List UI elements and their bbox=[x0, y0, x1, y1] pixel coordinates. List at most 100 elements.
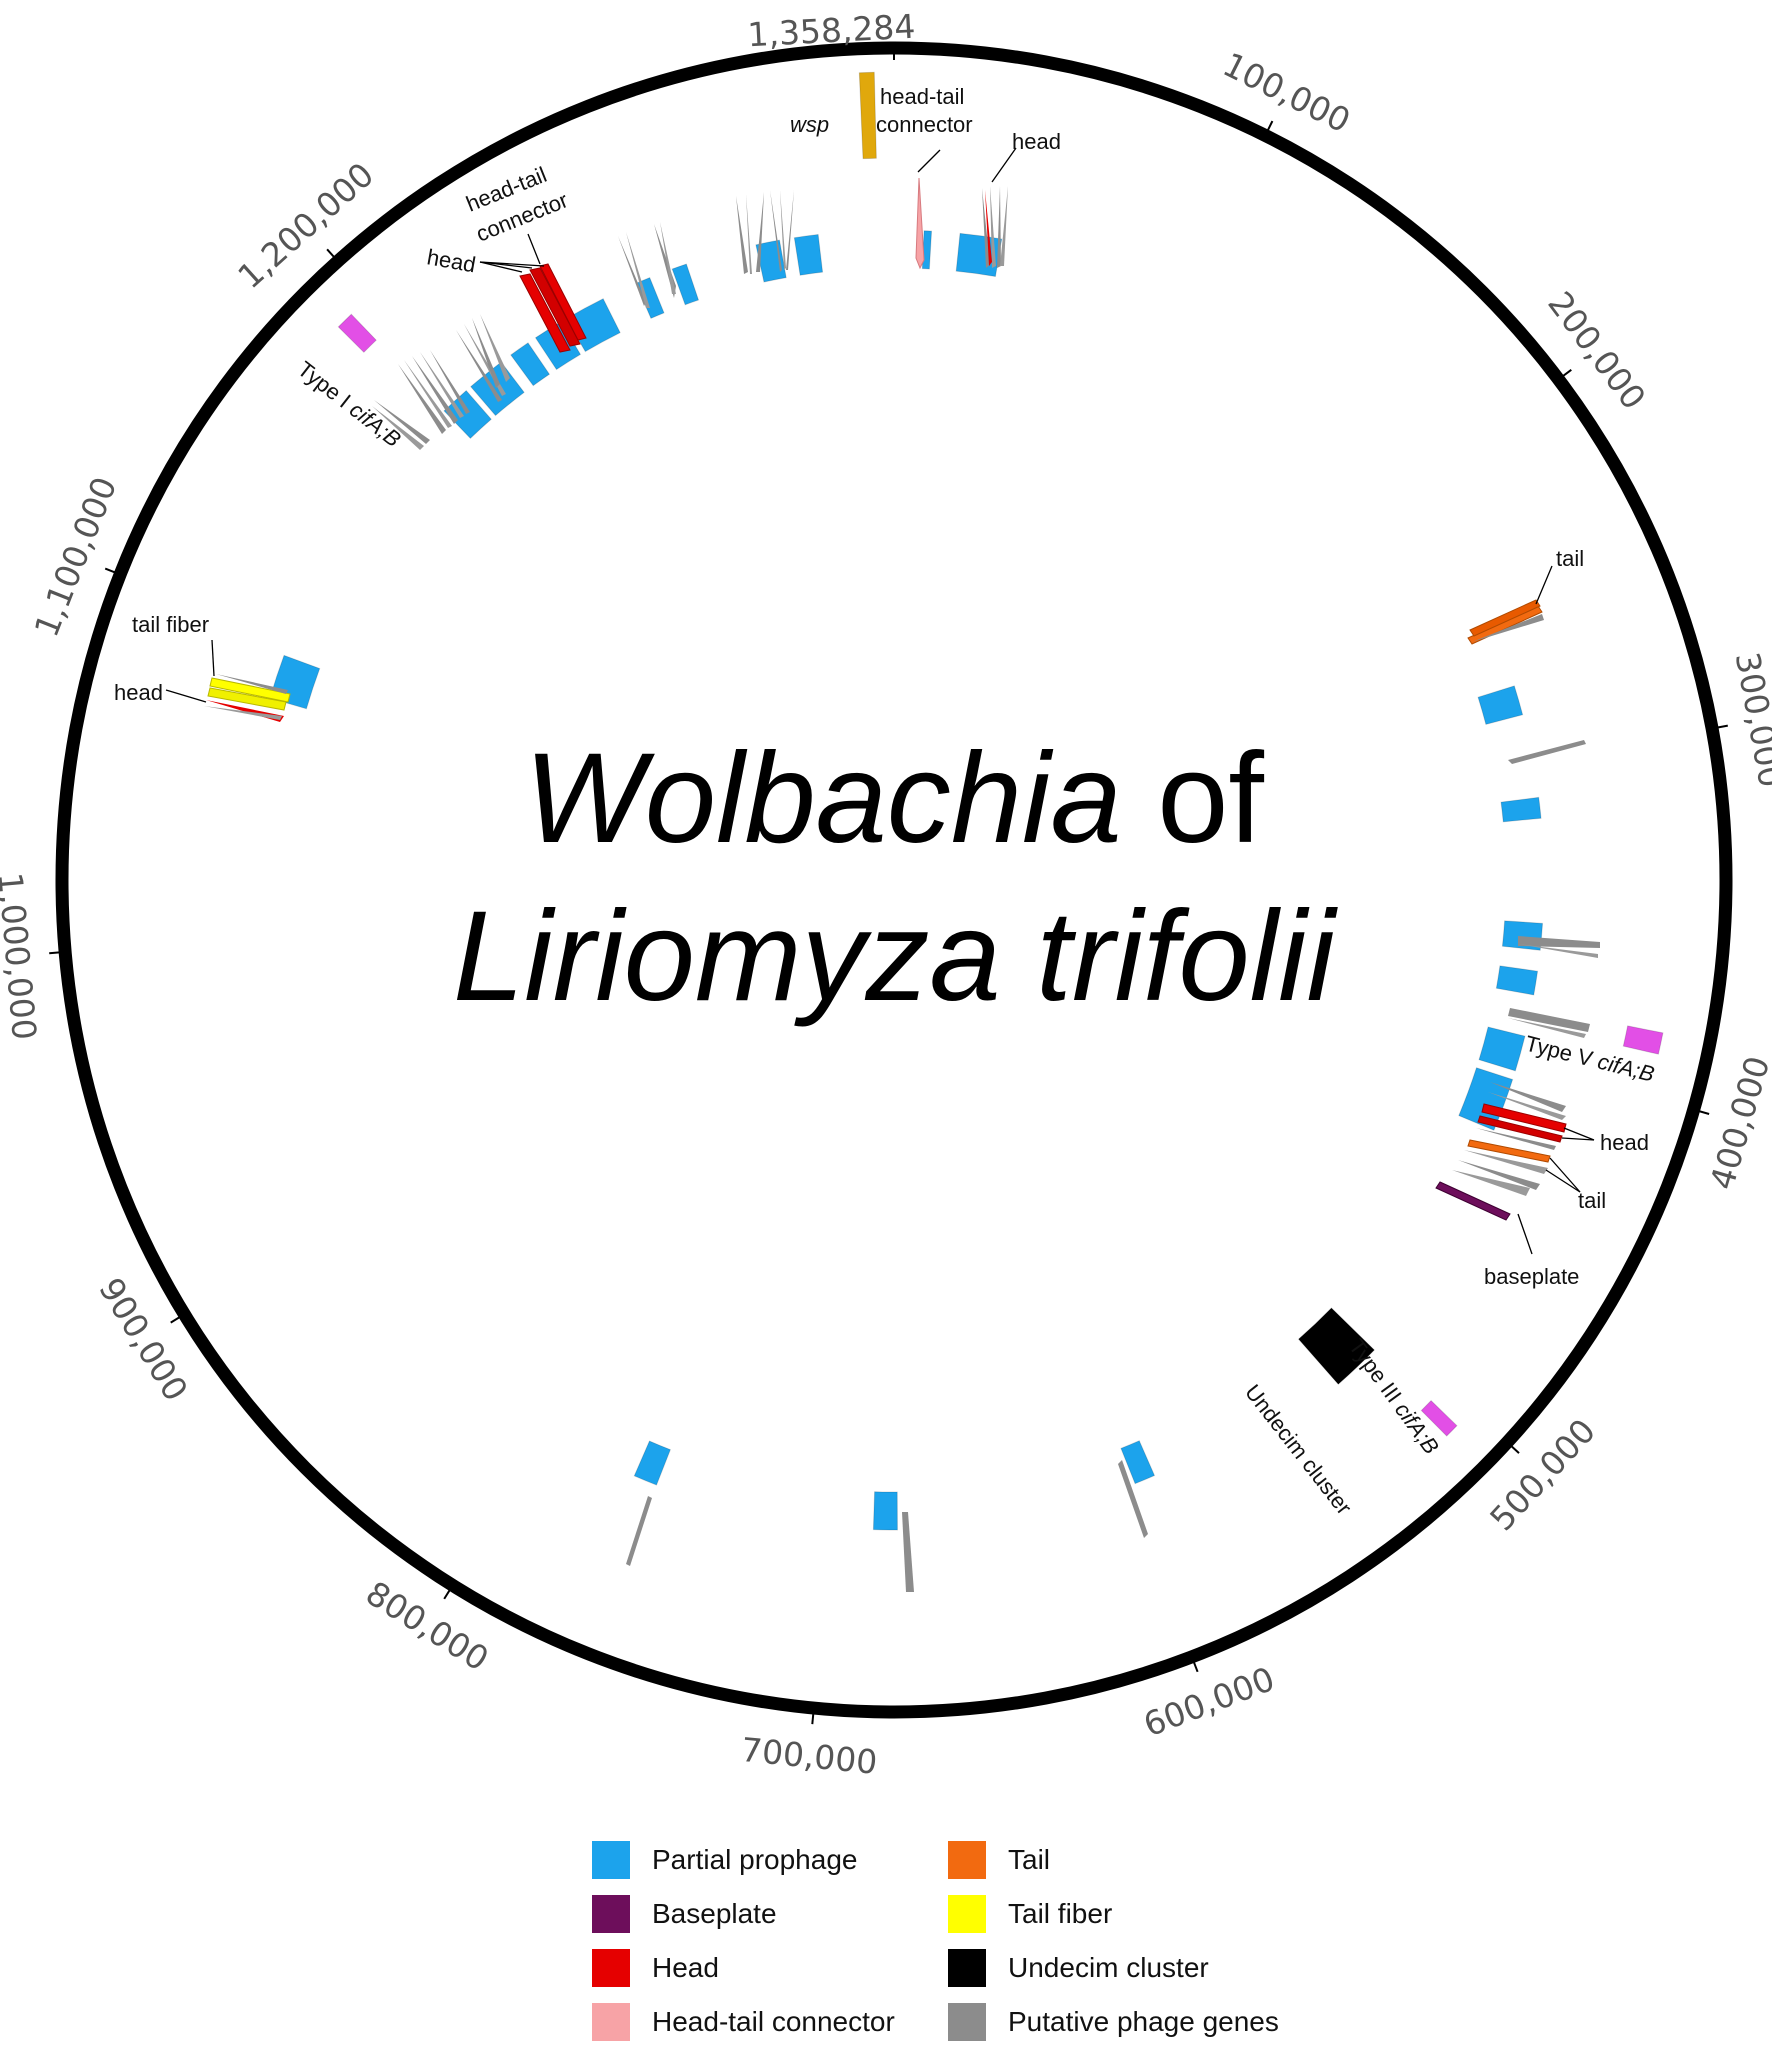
tail-gene bbox=[1467, 605, 1543, 645]
tail-gene bbox=[1469, 599, 1541, 637]
legend-label: Head bbox=[652, 1952, 719, 1983]
title-line-1: Wolbachia of bbox=[524, 727, 1264, 870]
legend-label: Tail bbox=[1008, 1844, 1051, 1875]
tick-label: 900,000 bbox=[91, 1271, 196, 1408]
partial-prophage-block bbox=[921, 230, 933, 270]
putative-phage-gene bbox=[374, 400, 430, 444]
label-tail-right: tail bbox=[1556, 546, 1584, 571]
cifab-gene-block bbox=[337, 313, 377, 354]
gene-group-right-head-tail bbox=[1435, 1082, 1567, 1221]
partial-prophage-block bbox=[793, 233, 824, 276]
tick-mark bbox=[1188, 1650, 1199, 1673]
tick-label: 400,000 bbox=[1702, 1052, 1772, 1194]
gene-group-left-fan bbox=[372, 350, 470, 450]
partial-prophage-block bbox=[1477, 685, 1524, 726]
tick-label: 700,000 bbox=[739, 1730, 879, 1782]
gene-group-right-350k bbox=[1518, 936, 1600, 958]
head-gene bbox=[539, 263, 587, 341]
label-head-tail-connector-top-line1: head-tail bbox=[880, 84, 964, 109]
putative-phage-gene bbox=[480, 314, 510, 382]
tick-label: 800,000 bbox=[359, 1573, 495, 1678]
partial-prophage-block bbox=[1500, 796, 1542, 823]
title-line-2: Liriomyza trifolii bbox=[453, 885, 1339, 1028]
label-type-i-gene: cifA;B bbox=[345, 397, 406, 452]
tick-label: 1,200,000 bbox=[230, 155, 381, 296]
label-type-v-gene: cifA;B bbox=[1595, 1049, 1657, 1087]
putative-phage-gene bbox=[990, 186, 996, 268]
putative-phage-gene bbox=[736, 196, 748, 274]
tick-mark bbox=[1553, 368, 1572, 384]
label-type-i-cifab: Type I cifA;B bbox=[293, 356, 406, 452]
gene-group-upper-left-head bbox=[456, 263, 587, 402]
label-type-i-prefix: Type I bbox=[293, 356, 360, 416]
legend-item-partial-prophage: Partial prophage bbox=[592, 1840, 948, 1880]
putative-phage-gene bbox=[746, 194, 752, 274]
gene-group-top-head bbox=[982, 186, 1008, 268]
label-type-iii-cifab: Type III cifA;B bbox=[1344, 1334, 1444, 1459]
wsp-gene-block bbox=[858, 71, 877, 160]
legend-item-baseplate: Baseplate bbox=[592, 1894, 948, 1934]
tail-gene bbox=[1467, 1139, 1551, 1163]
tail-fiber-gene bbox=[207, 687, 287, 711]
legend-item-tail-fiber: Tail fiber bbox=[948, 1894, 1348, 1934]
legend-label: Putative phage genes bbox=[1008, 2006, 1279, 2037]
tick-mark bbox=[1261, 120, 1274, 142]
tick-mark bbox=[1502, 1437, 1520, 1454]
putative-phage-gene bbox=[1452, 1170, 1530, 1196]
putative-phage-gene bbox=[756, 192, 764, 272]
tick-mark bbox=[811, 1702, 816, 1725]
genome-length-label: 1,358,284 bbox=[747, 7, 917, 55]
tick-mark bbox=[443, 1579, 457, 1600]
head-gene bbox=[985, 190, 992, 266]
putative-phage-gene bbox=[1490, 1082, 1566, 1112]
tick-mark bbox=[1687, 1106, 1710, 1115]
label-type-iii-prefix: Type III bbox=[1344, 1334, 1410, 1412]
gene-group-right-tail bbox=[1467, 599, 1544, 645]
head-gene bbox=[529, 267, 581, 347]
label-tail-right-lower: tail bbox=[1578, 1188, 1606, 1213]
partial-prophage-block bbox=[633, 1440, 672, 1486]
legend-swatch bbox=[948, 1895, 986, 1933]
putative-phage-gene bbox=[404, 360, 452, 428]
tick-mark bbox=[1706, 724, 1728, 731]
head-tail-connector-gene bbox=[915, 177, 925, 270]
label-head-right: head bbox=[1600, 1130, 1649, 1155]
putative-phage-gene bbox=[216, 674, 288, 694]
label-head-left-lower: head bbox=[114, 680, 163, 705]
putative-phage-gene bbox=[456, 330, 502, 402]
legend-swatch bbox=[592, 1895, 630, 1933]
putative-phage-gene bbox=[626, 1496, 652, 1566]
label-head-top: head bbox=[1012, 129, 1061, 154]
label-tail-fiber: tail fiber bbox=[132, 612, 209, 637]
head-gene bbox=[1481, 1103, 1567, 1133]
partial-prophage-block bbox=[955, 232, 1003, 278]
label-head-left: head bbox=[425, 244, 478, 277]
putative-phage-gene bbox=[430, 350, 470, 414]
putative-phage-gene bbox=[902, 1512, 914, 1592]
gene-group-upper-left-a bbox=[618, 222, 676, 308]
putative-phage-gene bbox=[770, 190, 782, 272]
partial-prophage-block bbox=[1478, 1026, 1526, 1072]
legend-label: Head-tail connector bbox=[652, 2006, 895, 2037]
putative-phage-gene bbox=[786, 190, 794, 270]
legend-swatch bbox=[592, 2003, 630, 2041]
partial-prophage-block bbox=[671, 263, 700, 306]
putative-phage-gene bbox=[1508, 1018, 1586, 1038]
gene-group-top-center bbox=[736, 190, 794, 274]
putative-phage-gene bbox=[398, 364, 446, 434]
putative-phage-gene bbox=[618, 236, 646, 306]
putative-phage-gene bbox=[420, 352, 464, 418]
putative-phage-gene bbox=[997, 186, 1001, 268]
putative-phage-gene bbox=[626, 232, 650, 308]
partial-prophage-block bbox=[1120, 1440, 1156, 1485]
undecim-cluster-block bbox=[1297, 1307, 1376, 1385]
gene-group-bottom bbox=[626, 1460, 1148, 1592]
legend-item-undecim-cluster: Undecim cluster bbox=[948, 1948, 1348, 1988]
putative-phage-gene bbox=[660, 222, 676, 294]
putative-phage-gene bbox=[1508, 740, 1586, 764]
head-gene bbox=[519, 273, 571, 353]
putative-phage-gene bbox=[1118, 1460, 1148, 1538]
legend-item-head-tail-connector: Head-tail connector bbox=[592, 2002, 948, 2042]
